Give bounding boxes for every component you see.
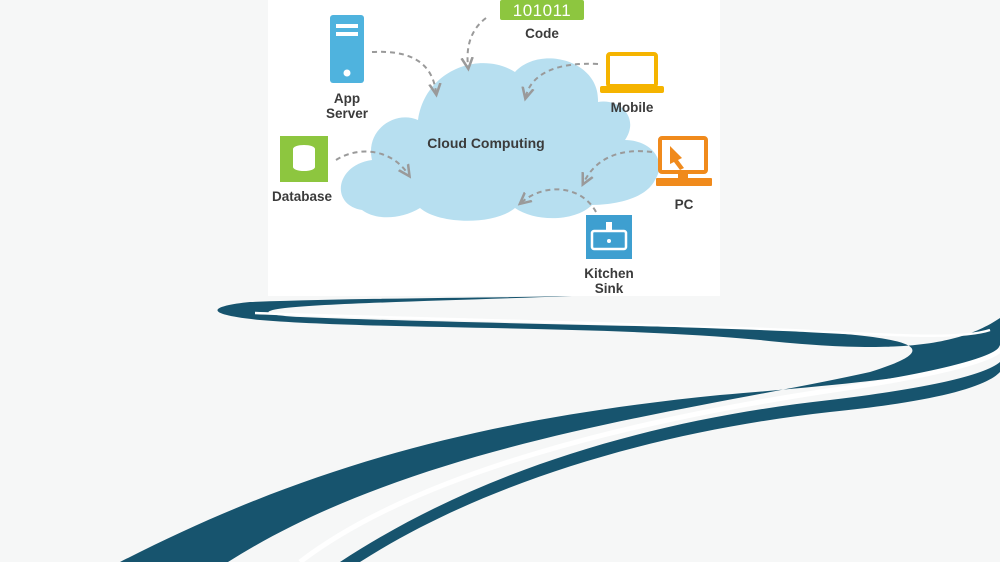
code-badge-text: 101011: [513, 1, 571, 20]
code-badge-icon: [500, 0, 584, 20]
kitchen-sink-label-line1: Kitchen: [584, 266, 634, 281]
arrow-mobile: [526, 62, 599, 96]
arrow-pc: [584, 150, 653, 182]
app-server-label-line1: App: [334, 91, 360, 106]
database-node: Database: [272, 136, 333, 204]
database-icon: [280, 136, 328, 182]
road-surface: [120, 296, 1000, 562]
mobile-label: Mobile: [611, 100, 654, 115]
code-label: Code: [525, 26, 559, 41]
database-label: Database: [272, 189, 333, 204]
app-server-node: App Server: [326, 15, 369, 121]
code-node: 101011 Code: [500, 0, 584, 41]
cloud-computing-label: Cloud Computing: [427, 135, 544, 151]
arrow-database: [335, 150, 408, 174]
arrow-app-server: [371, 50, 436, 92]
road-illustration: [120, 296, 1000, 562]
mobile-node: Mobile: [600, 52, 664, 115]
pc-node: PC: [656, 136, 712, 212]
pc-label: PC: [675, 197, 694, 212]
road-center-line: [298, 348, 1000, 562]
laptop-icon: [600, 52, 664, 93]
arrow-code: [468, 17, 487, 66]
kitchen-sink-label-line2: Sink: [595, 281, 624, 296]
road-center-line-far: [254, 311, 991, 338]
sink-icon: [586, 215, 632, 259]
kitchen-sink-node: Kitchen Sink: [584, 215, 634, 296]
connector-arrows: [335, 17, 653, 213]
desktop-pc-icon: [656, 136, 712, 186]
server-icon: [330, 15, 364, 83]
arrow-kitchen-sink: [522, 188, 597, 213]
app-server-label-line2: Server: [326, 106, 369, 121]
cloud-shape: Cloud Computing: [340, 58, 660, 221]
